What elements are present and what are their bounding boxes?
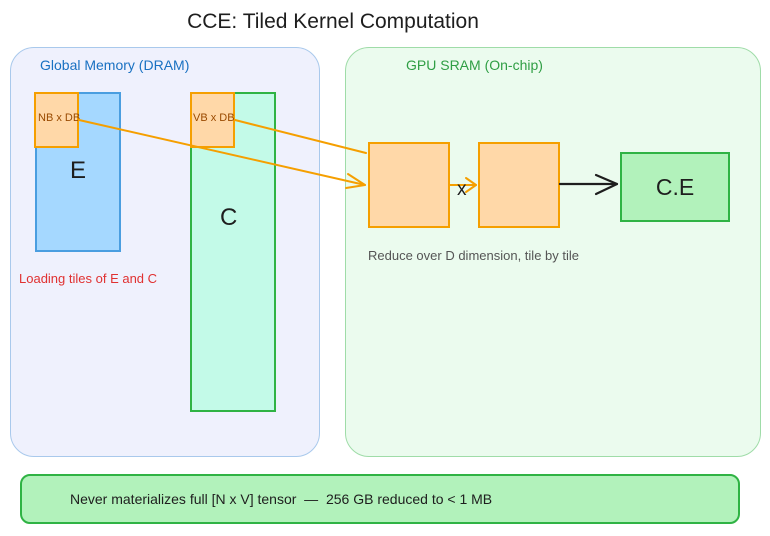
tile-e-label: NB x DB (38, 112, 81, 124)
arrow-tile-e-to-sram (78, 119, 366, 186)
arrow-tile-c-to-sram (234, 119, 367, 154)
arrow-to-result-head (594, 173, 619, 196)
matrix-e-label: E (70, 157, 87, 184)
loading-note: Loading tiles of E and C (19, 271, 158, 286)
reduce-note: Reduce over D dimension, tile by tile (368, 248, 579, 263)
gpu-sram-label: GPU SRAM (On-chip) (406, 57, 543, 73)
multiply-operator: x (457, 179, 467, 200)
gpu-sram-panel (345, 47, 761, 457)
arrow-sram-to-sram-head (465, 177, 477, 193)
summary-banner (20, 474, 740, 524)
result-block: C.E (620, 152, 730, 222)
diagram-title: CCE: Tiled Kernel Computation (187, 10, 479, 33)
arrow-tile-e-to-sram-head (345, 173, 366, 189)
tile-c-label: VB x DB (193, 112, 235, 124)
sram-tile-c (478, 142, 560, 228)
matrix-c-label: C (220, 204, 238, 231)
tile-e (34, 92, 79, 148)
summary-banner-text: Never materializes full [N x V] tensor —… (70, 491, 493, 507)
global-memory-label: Global Memory (DRAM) (40, 57, 190, 73)
